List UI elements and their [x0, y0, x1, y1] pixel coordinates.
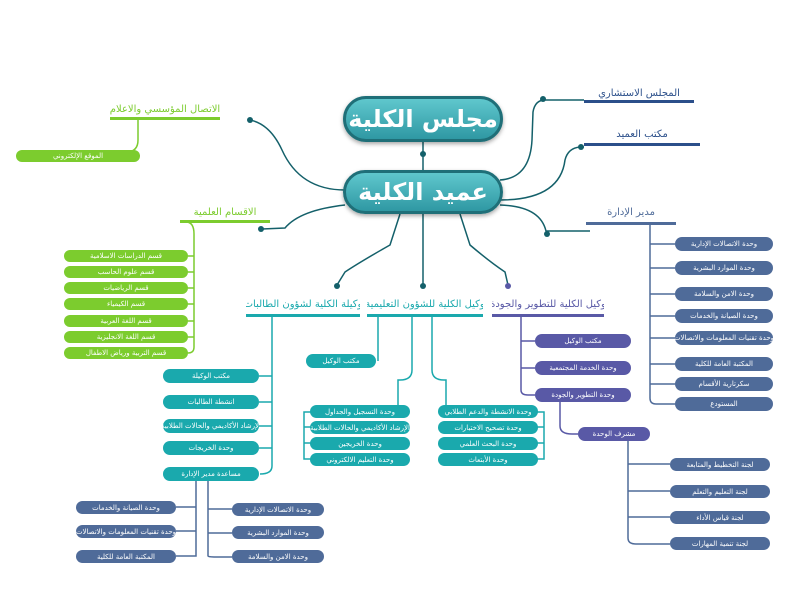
connector-line: [176, 481, 197, 557]
unit-supervisor-item[interactable]: مشرف الوحدة: [578, 427, 650, 441]
department-item[interactable]: قسم الكيمياء: [64, 298, 188, 310]
connector-line: [118, 120, 139, 153]
edu-unit-item[interactable]: وحدة تصحيح الاختبارات: [438, 421, 538, 434]
department-item[interactable]: قسم اللغة الانجليزية: [64, 331, 188, 343]
connector-line: [559, 402, 578, 435]
edu-unit-item[interactable]: وحدة الأبتعاث: [438, 453, 538, 466]
edu-unit-item[interactable]: الإرشاد الأكاديمي والحالات الطلابية: [310, 421, 410, 434]
connector-line: [499, 99, 584, 181]
connector-line: [185, 221, 195, 354]
connector-line: [649, 225, 675, 405]
connector-line: [261, 204, 346, 230]
connector-dot: [540, 96, 546, 102]
student-unit-item[interactable]: وحدة الخريجات: [163, 441, 259, 455]
college-dean-node[interactable]: عميد الكلية: [343, 170, 503, 214]
student-unit-item[interactable]: مكتب الوكيلة: [163, 369, 259, 383]
connector-line: [459, 213, 509, 286]
connector-line: [499, 204, 590, 232]
connector-dot: [505, 283, 511, 289]
assistant-unit-item[interactable]: وحدة الامن والسلامة: [232, 550, 324, 563]
connector-dot: [544, 231, 550, 237]
college-council-node[interactable]: مجلس الكلية: [343, 96, 503, 142]
department-item[interactable]: قسم التربية ورياض الاطفال: [64, 347, 188, 359]
dev-unit-item[interactable]: وحدة التطوير والجودة: [535, 388, 631, 402]
admin-unit-item[interactable]: وحدة الصيانة والخدمات: [675, 309, 773, 323]
connector-line: [303, 411, 312, 460]
committee-item[interactable]: لجنة التعليم والتعلم: [670, 485, 770, 498]
connector-line: [650, 243, 675, 385]
department-item[interactable]: قسم علوم الحاسب: [64, 266, 188, 278]
connector-line: [259, 375, 272, 449]
connector-dot: [578, 144, 584, 150]
admin-assistant-item[interactable]: مساعدة مدير الإدارة: [163, 467, 259, 481]
connector-line: [249, 119, 346, 191]
connector-line: [208, 508, 232, 534]
admin-unit-item[interactable]: المستودع: [675, 397, 773, 411]
website-item[interactable]: الموقع الإلكتروني: [16, 150, 140, 162]
student-vice-dean-heading[interactable]: وكيلة الكلية لشؤون الطالبات: [246, 297, 360, 317]
department-item[interactable]: قسم الرياضيات: [64, 282, 188, 294]
edu-vice-dean-heading[interactable]: وكيل الكلية للشؤون التعليمية: [367, 297, 483, 317]
connector-line: [627, 441, 670, 545]
connector-dot: [420, 151, 426, 157]
student-unit-item[interactable]: الإرشاد الأكاديمي والحالات الطلابية: [163, 419, 259, 433]
connector-line: [397, 317, 413, 405]
media-heading[interactable]: الاتصال المؤسسي والاعلام: [110, 104, 220, 120]
connector-line: [520, 317, 535, 396]
edu-unit-item[interactable]: وحدة الانشطة والدعم الطلابي: [438, 405, 538, 418]
admin-unit-item[interactable]: وحدة الاتصالات الإدارية: [675, 237, 773, 251]
connector-dot: [420, 283, 426, 289]
advisory-council-heading[interactable]: المجلس الاستشاري: [584, 88, 694, 103]
dev-unit-item[interactable]: وحدة الخدمة المجتمعية: [535, 361, 631, 375]
admin-unit-item[interactable]: المكتبة العامة للكلية: [675, 357, 773, 371]
admin-unit-item[interactable]: وحدة تقنيات المعلومات والاتصالات: [675, 331, 773, 345]
assistant-unit-item[interactable]: وحدة تقنيات المعلومات والاتصالات: [76, 525, 176, 538]
admin-unit-item[interactable]: وحدة الموارد البشرية: [675, 261, 773, 275]
edu-unit-item[interactable]: وحدة الخريجين: [310, 437, 410, 450]
connector-line: [499, 146, 584, 201]
committee-item[interactable]: لجنة تنمية المهارات: [670, 537, 770, 550]
edu-unit-item[interactable]: وحدة التسجيل والجداول: [310, 405, 410, 418]
connector-line: [431, 317, 447, 405]
dev-unit-item[interactable]: مكتب الوكيل: [535, 334, 631, 348]
dev-vice-dean-heading[interactable]: وكيل الكلية للتطوير والجودة: [492, 297, 604, 317]
connector-line: [336, 213, 401, 286]
connector-line: [536, 411, 545, 460]
department-item[interactable]: قسم الدراسات الاسلامية: [64, 250, 188, 262]
connector-dot: [247, 117, 253, 123]
edu-office-item[interactable]: مكتب الوكيل: [306, 354, 376, 368]
dean-office-heading[interactable]: مكتب العميد: [584, 128, 700, 146]
edu-unit-item[interactable]: وحدة التعليم الالكتروني: [310, 453, 410, 466]
assistant-unit-item[interactable]: وحدة الصيانة والخدمات: [76, 501, 176, 514]
connector-line: [259, 317, 273, 475]
admin-manager-heading[interactable]: مدير الإدارة: [586, 205, 676, 225]
connector-dot: [334, 283, 340, 289]
connector-line: [521, 340, 535, 369]
committee-item[interactable]: لجنة قياس الأداء: [670, 511, 770, 524]
connector-line: [188, 255, 194, 338]
assistant-unit-item[interactable]: المكتبة العامة للكلية: [76, 550, 176, 563]
admin-unit-item[interactable]: وحدة الامن والسلامة: [675, 287, 773, 301]
edu-unit-item[interactable]: وحدة البحث العلمي: [438, 437, 538, 450]
connector-line: [207, 481, 232, 558]
connector-line: [628, 463, 670, 518]
student-unit-item[interactable]: انشطة الطالبات: [163, 395, 259, 409]
committee-item[interactable]: لجنة التخطيط والمتابعة: [670, 458, 770, 471]
connector-line: [176, 506, 196, 532]
assistant-unit-item[interactable]: وحدة الاتصالات الإدارية: [232, 503, 324, 516]
admin-unit-item[interactable]: سكرتارية الأقسام: [675, 377, 773, 391]
department-item[interactable]: قسم اللغة العربية: [64, 315, 188, 327]
connector-dot: [258, 226, 264, 232]
departments-heading[interactable]: الاقسام العلمية: [180, 207, 270, 223]
assistant-unit-item[interactable]: وحدة الموارد البشرية: [232, 526, 324, 539]
